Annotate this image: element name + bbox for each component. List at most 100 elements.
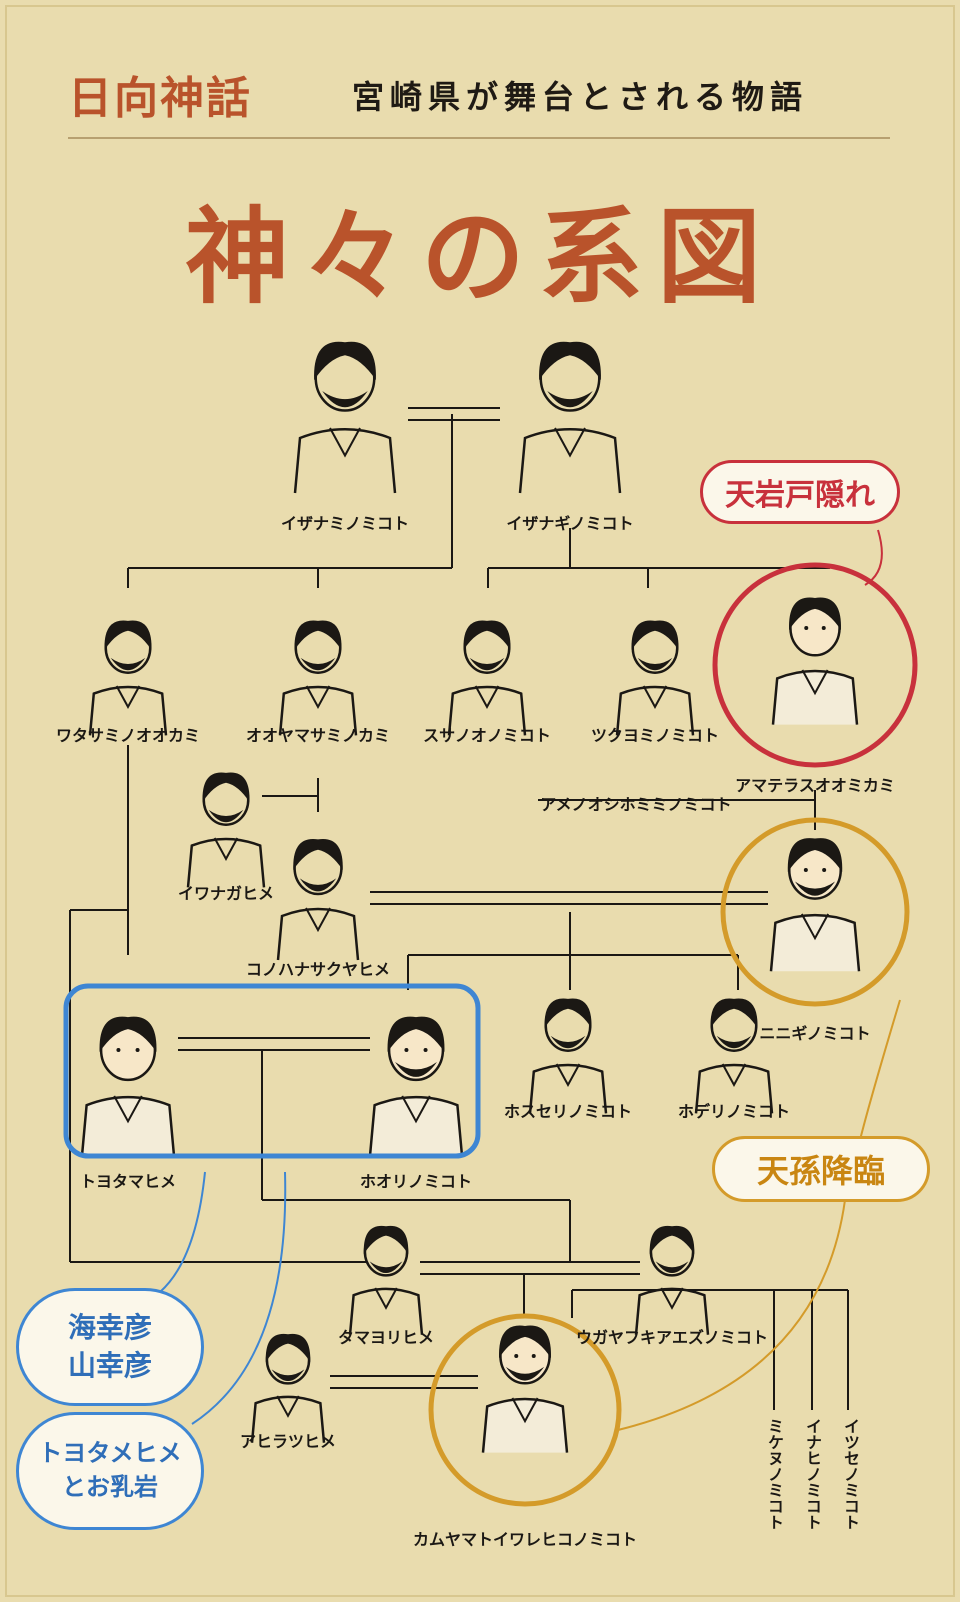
figure-collar [660,1287,684,1310]
label-mikenu: ミケヌノミコト [765,1418,784,1530]
figure-hair [265,1333,311,1362]
figure-collar [474,685,500,709]
figure-beard [547,391,593,408]
figure-hosuseri [528,998,608,1114]
figure-hair [99,1016,157,1052]
lineage-lines [69,407,849,1410]
figure-hoderi [694,998,774,1114]
figure-hair [387,1016,445,1052]
figure-body [186,837,266,888]
figure-body [293,428,397,494]
figure-collar [721,1063,747,1087]
highlight-rings [63,529,918,1507]
label-toyotamahime: トヨタマヒメ [79,1172,177,1191]
figure-collar [213,837,239,861]
figure-collar [800,913,830,941]
figure-beard [208,809,244,823]
figure-eye [821,626,826,630]
figure-body [769,913,861,972]
figure-collar [801,669,829,696]
figure-watatsumi [88,620,168,736]
figure-beard [550,1035,586,1049]
figure-body [447,685,527,736]
figure-iwanagahime [186,772,266,888]
figure-beard [369,1261,403,1274]
figure-susanoo [447,620,527,736]
label-ugayafukiaezu: ウガヤフキアエズノミコト [575,1328,769,1347]
figure-eye [804,626,809,630]
figure-body [771,669,859,725]
callout-tenson-korin: 天孫降臨 [712,1136,930,1202]
figure-eye [423,1048,428,1052]
connector-umisachi [159,1171,206,1293]
label-tsukuyomi: ツクヨミノミコト [590,726,720,745]
figure-hair [463,620,511,650]
figure-hoori [368,1016,464,1156]
figure-hair [649,1225,695,1254]
figure-eye [404,1048,409,1052]
figure-hair [293,839,343,870]
connector-toyotame [191,1171,287,1425]
figure-hair [787,838,843,872]
figure-konohanasakuyahime [276,839,360,961]
figure-collar [329,427,361,458]
figure-hair [710,998,758,1028]
label-iwanagahime: イワナガヒメ [177,884,275,903]
figure-collar [554,427,586,458]
figure-hair [539,341,601,380]
label-watatsumi: ワタサミノオオカミ [55,726,201,745]
figure-beard [794,881,836,896]
box-umisachi-yamasachi [63,983,481,1159]
figure-collar [305,685,331,709]
figure-izanagi [518,341,622,494]
callout-toyotamehime-chichiiwa: トヨタメヒメ とお乳岩 [16,1412,204,1530]
figure-beard [300,657,336,671]
figure-collar [113,1095,143,1124]
figure-body [348,1287,424,1335]
figure-body [615,685,695,736]
connector-tenson [859,999,901,1141]
label-ninigi: ニニギノミコト [759,1024,871,1043]
label-izanagi: イザナギノミコト [506,514,634,533]
label-ahiratsuhime: アヒラツヒメ [239,1432,337,1451]
figure-collar [555,1063,581,1087]
figure-beard [655,1261,689,1274]
figure-eye [135,1048,140,1052]
figure-eye [514,1354,519,1358]
figure-body [518,428,622,494]
figure-tsukuyomi [615,620,695,736]
figure-beard [395,1061,437,1077]
connector-tenson-2 [617,1199,846,1431]
figure-body [528,1063,608,1114]
callout-amanoiwato-text: 天岩戸隠れ [725,478,875,513]
figure-eye [822,868,827,872]
figure-body [368,1095,464,1156]
figure-amaterasu [771,597,859,725]
callout-umisachi-line2: 山幸彦 [67,1349,152,1382]
figure-collar [115,685,141,709]
label-izanami: イザナミノミコト [280,514,410,533]
figure-ugayafukiaezu [634,1225,710,1335]
figure-beard [637,657,673,671]
figure-izanami [293,341,397,494]
figure-collar [374,1287,398,1310]
label-ooyamatsumi: オオヤマサミノカミ [245,726,391,745]
label-hosuseri: ホスセリノミコト [503,1102,633,1121]
figure-hair [314,341,376,380]
figure-body [278,685,358,736]
label-itsuse: イツセノミコト [841,1418,860,1530]
connector-amanoiwato [864,529,883,586]
figure-hair [104,620,152,650]
figure-eye [803,868,808,872]
label-hoori: ホオリノミコト [359,1172,473,1191]
figure-hair [499,1325,551,1358]
ring-ninigi [720,817,910,1007]
figure-kamuyamato [481,1325,569,1453]
callout-amanoiwato: 天岩戸隠れ [700,460,900,524]
figure-collar [511,1397,539,1424]
figure-beard [505,1366,545,1381]
figure-body [80,1095,176,1156]
figure-collar [642,685,668,709]
figure-collar [305,907,331,933]
